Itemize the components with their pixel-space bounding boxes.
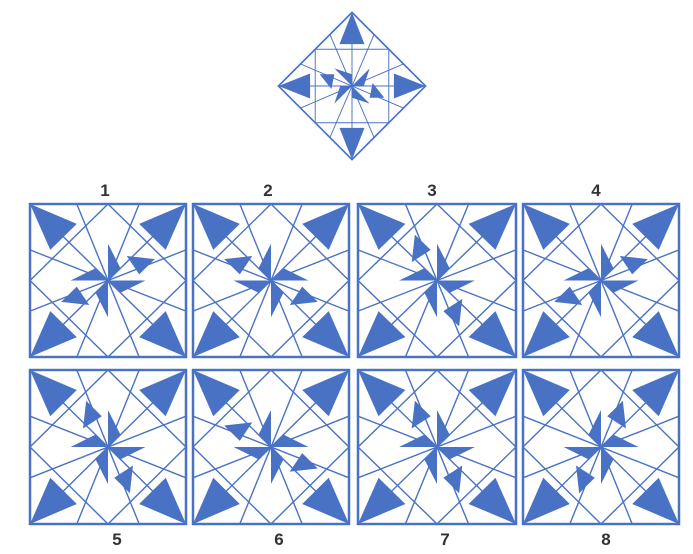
option-label-5: 5 xyxy=(112,530,121,549)
option-2[interactable] xyxy=(193,204,349,357)
option-label-4: 4 xyxy=(591,181,601,200)
option-6[interactable] xyxy=(193,370,349,524)
option-4[interactable] xyxy=(523,204,679,357)
option-label-1: 1 xyxy=(100,181,109,200)
option-label-2: 2 xyxy=(263,181,272,200)
option-label-3: 3 xyxy=(427,181,436,200)
option-5[interactable] xyxy=(30,370,186,524)
option-8[interactable] xyxy=(523,370,679,524)
option-label-8: 8 xyxy=(601,530,610,549)
reference-figure xyxy=(278,12,425,159)
option-7[interactable] xyxy=(358,370,516,524)
option-label-6: 6 xyxy=(274,530,283,549)
option-label-7: 7 xyxy=(440,530,449,549)
option-3[interactable] xyxy=(358,204,516,357)
option-1[interactable] xyxy=(30,204,186,357)
